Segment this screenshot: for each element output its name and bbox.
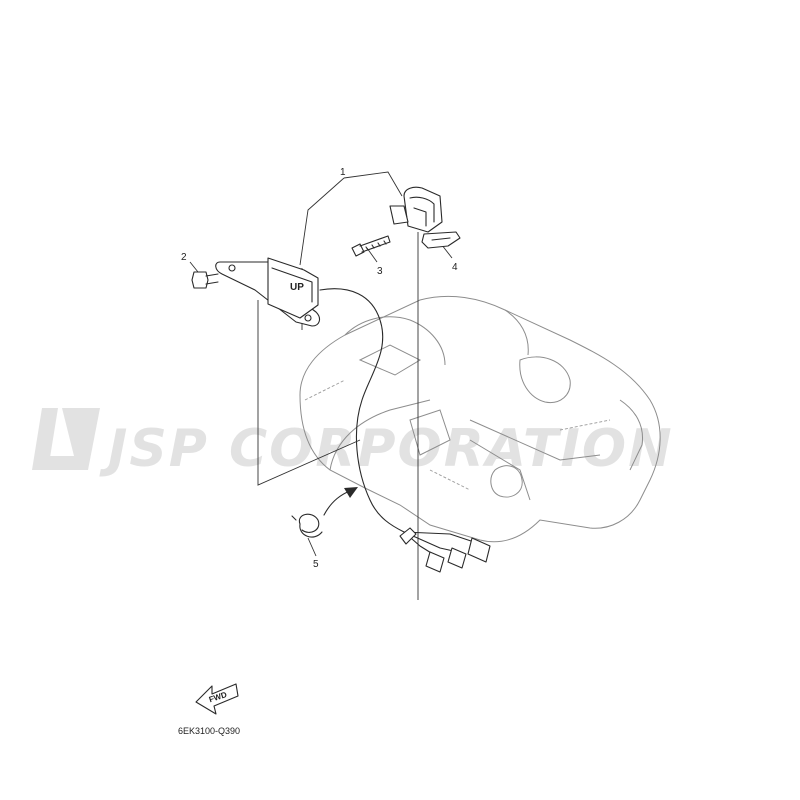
callout-5: 5 <box>313 559 319 570</box>
clip-5 <box>291 513 323 538</box>
screw-3 <box>351 235 391 257</box>
pointer-arrow-icon <box>323 487 358 516</box>
callout-labels: 1 2 3 4 5 <box>181 167 458 570</box>
watermark: JSP CORPORATION <box>32 408 674 479</box>
trim-sensor <box>389 186 443 233</box>
plate-4 <box>421 231 461 249</box>
up-marking: UP <box>290 282 304 293</box>
diagram-code: 6EK3100-Q390 <box>178 726 240 736</box>
bolt-2 <box>191 271 219 289</box>
wiring-harness <box>319 288 491 573</box>
fwd-arrow-icon: FWD <box>195 683 239 715</box>
callout-4: 4 <box>452 262 458 273</box>
bracket-assembly-outline <box>299 295 661 543</box>
sensor-bracket: UP <box>215 257 321 327</box>
callout-2: 2 <box>181 252 187 263</box>
callout-3: 3 <box>377 266 383 277</box>
watermark-text: JSP CORPORATION <box>99 419 674 479</box>
callout-1: 1 <box>340 167 346 178</box>
watermark-logo-icon <box>32 408 100 470</box>
